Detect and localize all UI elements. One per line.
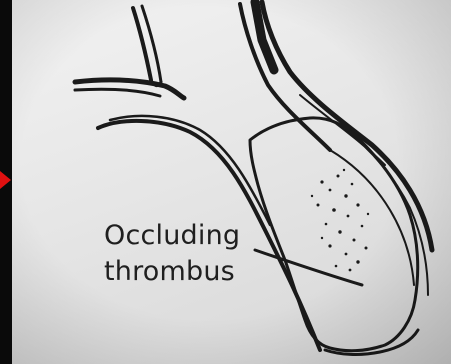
- wall-layer-2: [345, 130, 428, 295]
- red-pointer-marker: [0, 171, 11, 189]
- annotation-line-2: thrombus: [104, 256, 235, 287]
- thrombus-stippling: [311, 169, 369, 272]
- slide-frame: Occluding thrombus: [12, 0, 451, 364]
- upper-branch-left-wall: [133, 8, 151, 80]
- annotation-line-1: Occluding: [104, 220, 240, 251]
- left-branch-bottom-wall: [75, 89, 160, 96]
- main-trunk-right-wall: [262, 2, 432, 250]
- main-trunk-left-wall: [240, 4, 330, 150]
- wall-layer-1: [330, 150, 414, 285]
- vessel-illustration: Occluding thrombus: [12, 0, 451, 364]
